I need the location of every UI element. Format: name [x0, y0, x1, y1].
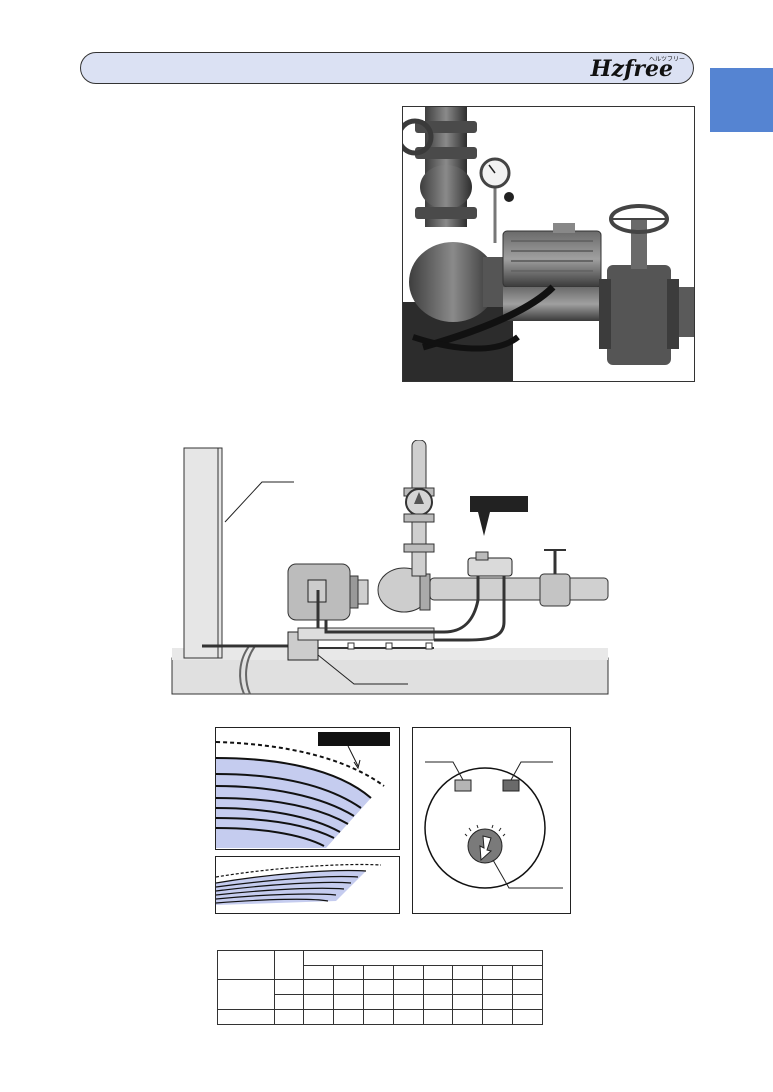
pump-photo-illustration [403, 107, 694, 381]
table-cell [392, 1009, 424, 1025]
table-cell [217, 979, 275, 1010]
table-cell [392, 965, 424, 980]
table-row [217, 950, 543, 980]
table-cell [362, 965, 394, 980]
installation-diagram [168, 439, 610, 695]
indicator-lamp-left [454, 779, 472, 792]
table-cell [274, 994, 304, 1010]
table-cell [392, 979, 424, 995]
control-panel-svg [424, 761, 563, 889]
table-cell [452, 979, 484, 995]
table-cell [303, 950, 543, 966]
table-cell [332, 979, 364, 995]
control-panel-diagram [412, 727, 571, 914]
table-cell [422, 965, 454, 980]
table-cell [303, 965, 334, 980]
table-cell [512, 965, 543, 980]
table-row [217, 1009, 543, 1025]
table-cell [362, 994, 394, 1010]
table-cell [274, 979, 304, 995]
spec-table [217, 950, 543, 1025]
table-cell [482, 994, 514, 1010]
table-cell [217, 950, 275, 980]
performance-curve-mini-chart [215, 856, 400, 914]
table-cell [482, 1009, 514, 1025]
brand-logo: Hzfree [590, 56, 673, 82]
table-cell [274, 950, 304, 980]
table-cell [452, 1009, 484, 1025]
product-photo [402, 106, 695, 382]
table-cell [512, 1009, 543, 1025]
table-cell [452, 965, 484, 980]
table-cell [303, 979, 334, 995]
table-row [218, 994, 543, 1010]
table-cell [303, 1009, 334, 1025]
table-cell [452, 994, 484, 1010]
logo-subtext: ヘルツフリー [648, 56, 685, 63]
installation-diagram-svg [171, 439, 609, 695]
table-cell [422, 979, 454, 995]
performance-curve-chart [215, 727, 400, 850]
table-cell [303, 994, 334, 1010]
table-cell [362, 1009, 394, 1025]
table-cell [332, 1009, 364, 1025]
table-cell [512, 994, 543, 1010]
table-cell [362, 979, 394, 995]
indicator-lamp-right [502, 779, 520, 792]
section-tab[interactable] [710, 68, 773, 132]
table-row [217, 979, 543, 1010]
table-cell [332, 965, 364, 980]
table-cell [392, 994, 424, 1010]
table-cell [274, 1009, 304, 1025]
table-cell [217, 1009, 275, 1025]
table-cell [482, 965, 514, 980]
table-cell [422, 994, 454, 1010]
table-cell [482, 979, 514, 995]
header-bar: ヘルツフリー Hzfree [80, 52, 694, 84]
table-cell [422, 1009, 454, 1025]
table-cell [332, 994, 364, 1010]
mini-curve-svg [215, 863, 382, 905]
table-cell [512, 979, 543, 995]
performance-curve-svg [215, 732, 390, 848]
